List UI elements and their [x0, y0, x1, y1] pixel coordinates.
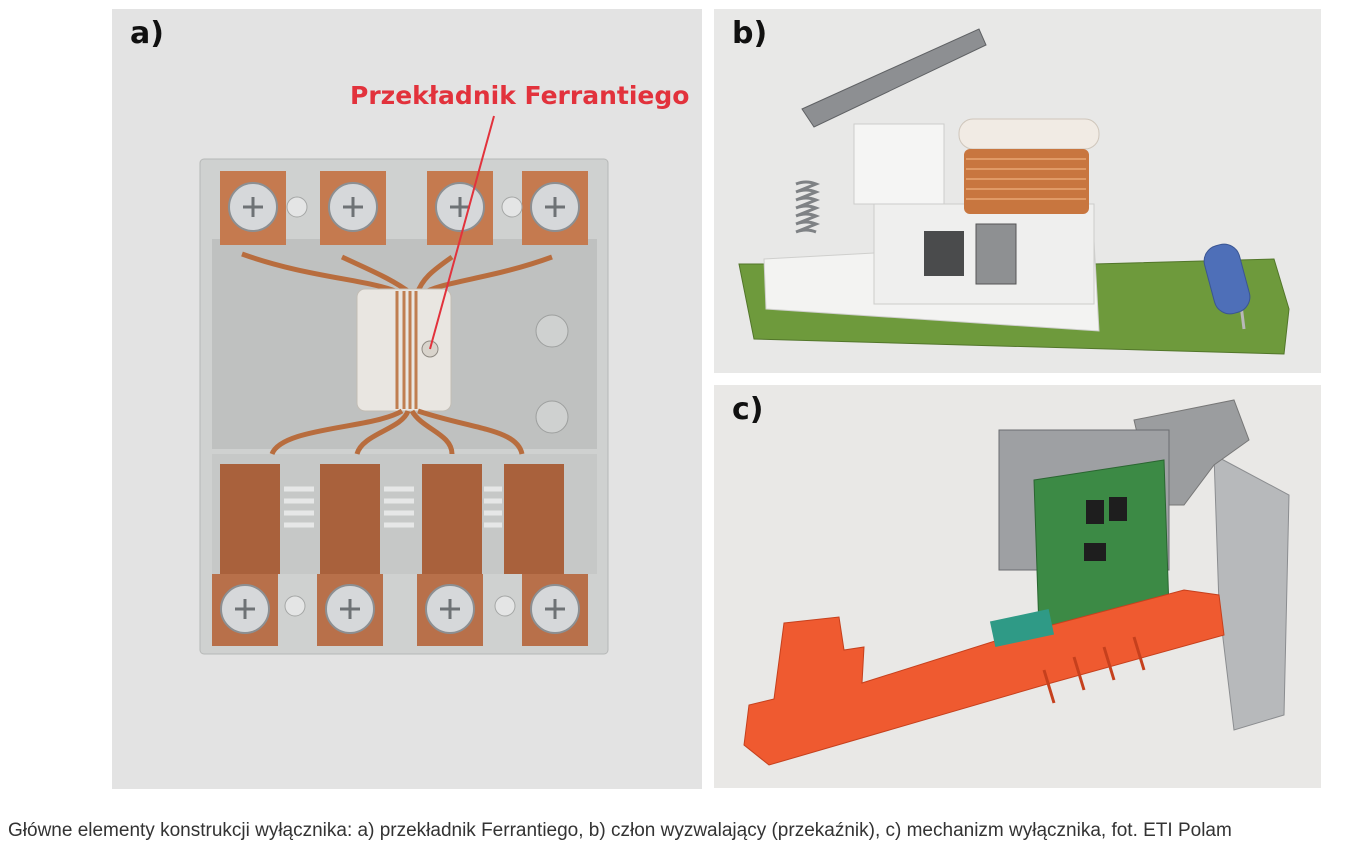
- resistor-icon: [1203, 243, 1251, 330]
- coil-icon: [356, 288, 452, 412]
- bottom-terminals: [212, 574, 588, 646]
- panel-a-label: a): [130, 16, 164, 51]
- panel-b-label: b): [732, 16, 768, 51]
- mechanism-photo: [743, 399, 1290, 766]
- annotation-pointer-line: [429, 115, 495, 350]
- relay-photo: [738, 28, 1290, 355]
- photo-panel-c: c): [714, 385, 1321, 788]
- transformer-annotation: Przekładnik Ferrantiego: [350, 81, 690, 110]
- relay-coil-icon: [958, 118, 1100, 214]
- photo-panel-b: b): [714, 9, 1321, 373]
- panel-c-label: c): [732, 392, 764, 427]
- spring-icon: [795, 180, 821, 234]
- photo-panel-a: a) Przekładnik Ferrantiego: [112, 9, 702, 789]
- top-terminals: [220, 171, 588, 245]
- figure-caption: Główne elementy konstrukcji wyłącznika: …: [8, 820, 1232, 841]
- breaker-housing-photo: [199, 115, 609, 655]
